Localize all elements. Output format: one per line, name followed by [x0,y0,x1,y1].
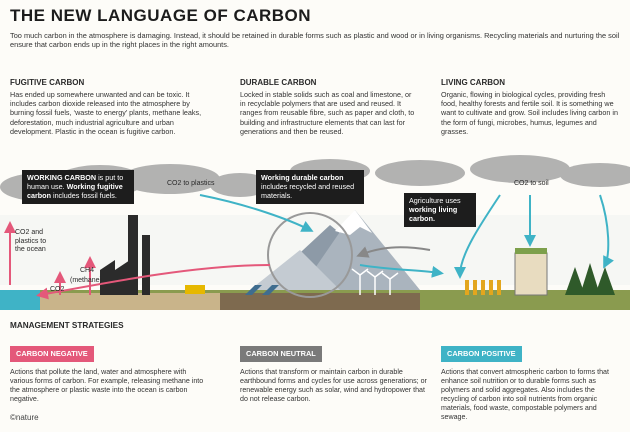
agriculture-callout: Agriculture uses working living carbon. [404,193,476,228]
arrow-to-ocean [36,264,271,300]
durable-column: DURABLE CARBON Locked in stable solids s… [240,78,415,136]
co2-ocean-label: CO2 and plastics to the ocean [15,229,47,253]
intro-text: Too much carbon in the atmosphere is dam… [10,31,620,50]
durable-callout: Working durable carbon includes recycled… [256,170,364,205]
fugitive-heading: FUGITIVE CARBON [10,78,85,87]
arrow-co2-plastics [199,194,314,232]
arrow-co2-soil-left [454,194,501,279]
page-title: THE NEW LANGUAGE OF CARBON [10,6,312,25]
ocean [0,290,40,310]
crops [465,280,501,295]
strategy-negative: CARBON NEGATIVE Actions that pollute the… [10,343,205,404]
badge-carbon-neutral: CARBON NEUTRAL [240,346,322,362]
strategy-negative-text: Actions that pollute the land, water and… [10,368,204,403]
arrow-co2-soil-right [599,194,614,269]
arrow-durable-to-living [359,264,444,278]
recycling-loop [267,212,353,298]
living-text: Organic, flowing in biological cycles, p… [441,90,618,136]
management-heading: MANAGEMENT STRATEGIES [10,321,124,330]
arrow-living-to-durable [356,246,431,258]
durable-heading: DURABLE CARBON [240,78,317,87]
fugitive-column: FUGITIVE CARBON Has ended up somewhere u… [10,78,210,136]
carbon-cycle-illustration [0,155,630,310]
strategy-positive-text: Actions that convert atmospheric carbon … [441,368,609,421]
solar-panels [245,285,279,295]
fugitive-text: Has ended up somewhere unwanted and can … [10,90,202,136]
co2-plastics-label: CO2 to plastics [167,180,215,187]
methane-label: (methane) [70,277,102,284]
strategy-neutral: CARBON NEUTRAL Actions that transform or… [240,343,430,404]
building [514,248,548,296]
ch4-label: CH4 [80,267,95,274]
nature-credit: ©nature [10,413,39,422]
badge-carbon-negative: CARBON NEGATIVE [10,346,94,362]
working-carbon-callout: WORKING CARBON is put to human use. Work… [22,170,134,205]
living-heading: LIVING CARBON [441,78,505,87]
trees [565,263,615,295]
truck [185,285,205,294]
wind-turbines [351,268,399,295]
factory [100,215,150,295]
co2-label: CO2 [50,286,65,293]
co2-soil-label: CO2 to soil [514,180,549,187]
strategy-positive: CARBON POSITIVE Actions that convert atm… [441,343,621,422]
durable-text: Locked in stable solids such as coal and… [240,90,415,136]
living-column: LIVING CARBON Organic, flowing in biolog… [441,78,621,136]
strategy-neutral-text: Actions that transform or maintain carbo… [240,368,427,403]
badge-carbon-positive: CARBON POSITIVE [441,346,522,362]
